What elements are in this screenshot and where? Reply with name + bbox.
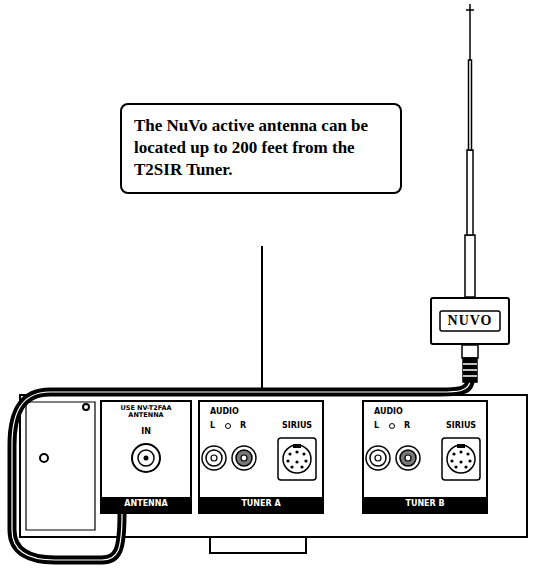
panel-label: USE NV-T2FAA ANTENNA: [106, 405, 186, 419]
brand-logo: NUVO: [432, 313, 508, 328]
tuner-chassis: [20, 395, 527, 553]
jack-symbols: [364, 402, 486, 512]
panel-label: L: [374, 422, 379, 431]
panel-label: R: [240, 422, 246, 431]
tuner-b-panel: AUDIO L R SIRIUS TUNER B: [362, 400, 488, 514]
cable-highlight: [12, 345, 470, 560]
panel-label: ANTENNA: [102, 500, 190, 509]
label-band: ANTENNA: [102, 497, 190, 512]
panel-label: R: [404, 422, 410, 431]
antenna-cable: [12, 345, 470, 560]
panel-label: SIRIUS: [282, 422, 312, 431]
panel-label: AUDIO: [210, 408, 239, 417]
callout-box: The NuVo active antenna can be located u…: [120, 103, 402, 194]
label-band: TUNER B: [364, 497, 486, 512]
jack-symbols: [200, 402, 322, 512]
panel-label: TUNER B: [364, 500, 486, 509]
antenna-rod: [465, 4, 475, 297]
panel-label: IN: [102, 428, 190, 437]
panel-label: SIRIUS: [446, 422, 476, 431]
panel-label: L: [210, 422, 215, 431]
antenna-jack-panel: USE NV-T2FAA ANTENNA IN ANTENNA: [100, 400, 192, 514]
panel-label: AUDIO: [374, 408, 403, 417]
callout-text: The NuVo active antenna can be located u…: [134, 115, 388, 181]
label-band: TUNER A: [200, 497, 322, 512]
panel-label: TUNER A: [200, 500, 322, 509]
leader-line: [261, 246, 263, 388]
tuner-a-panel: AUDIO L R SIRIUS TUNER A: [198, 400, 324, 514]
antenna-module: NUVO: [430, 297, 510, 345]
